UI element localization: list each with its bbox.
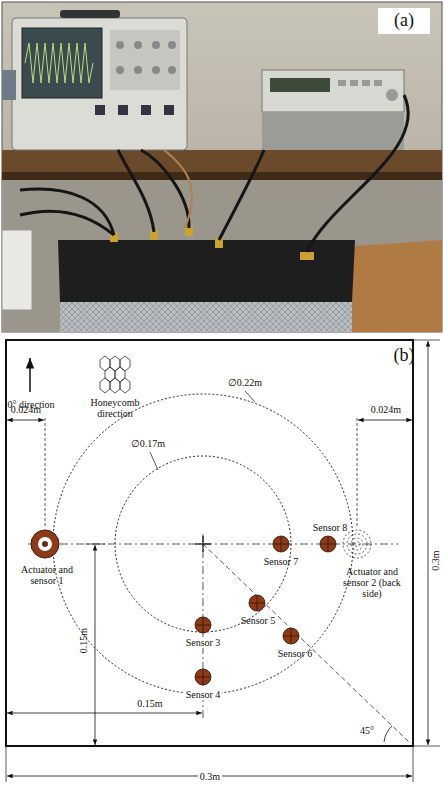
actuator-back bbox=[343, 530, 371, 558]
dimension-label: 0.15m bbox=[137, 698, 162, 709]
sensor-label: Sensor 8 bbox=[313, 522, 348, 533]
photo bbox=[2, 2, 442, 332]
sensor-label: Actuator and sensor 1 bbox=[16, 564, 78, 586]
dimension-label: 0.024m bbox=[11, 404, 41, 415]
sensor-label: Sensor 5 bbox=[241, 615, 276, 626]
sensor-label: Actuator and sensor 2 (back side) bbox=[341, 566, 403, 599]
dimension-label: 0.024m bbox=[371, 404, 401, 415]
actuator-disc bbox=[31, 530, 59, 558]
dimension-label: 0.3m bbox=[430, 548, 441, 572]
layout-diagram bbox=[6, 340, 440, 782]
sensor-label: Sensor 4 bbox=[184, 689, 223, 700]
sensor-disc bbox=[195, 536, 336, 685]
panel-tag: (b) bbox=[394, 346, 415, 366]
angle-label: 45° bbox=[360, 725, 374, 736]
dimension-label: 0.3m bbox=[198, 771, 222, 782]
dimension-label: ∅0.17m bbox=[131, 438, 165, 449]
dimension-label: ∅0.22m bbox=[228, 377, 262, 388]
direction-note: Honeycomb direction bbox=[83, 397, 147, 419]
panel-tag: (a) bbox=[392, 11, 416, 31]
sensor-label: Sensor 6 bbox=[278, 648, 313, 659]
sensor-label: Sensor 3 bbox=[184, 637, 223, 648]
sensor-label: Sensor 7 bbox=[264, 556, 299, 567]
dimension-label: 0.15m bbox=[79, 627, 90, 652]
